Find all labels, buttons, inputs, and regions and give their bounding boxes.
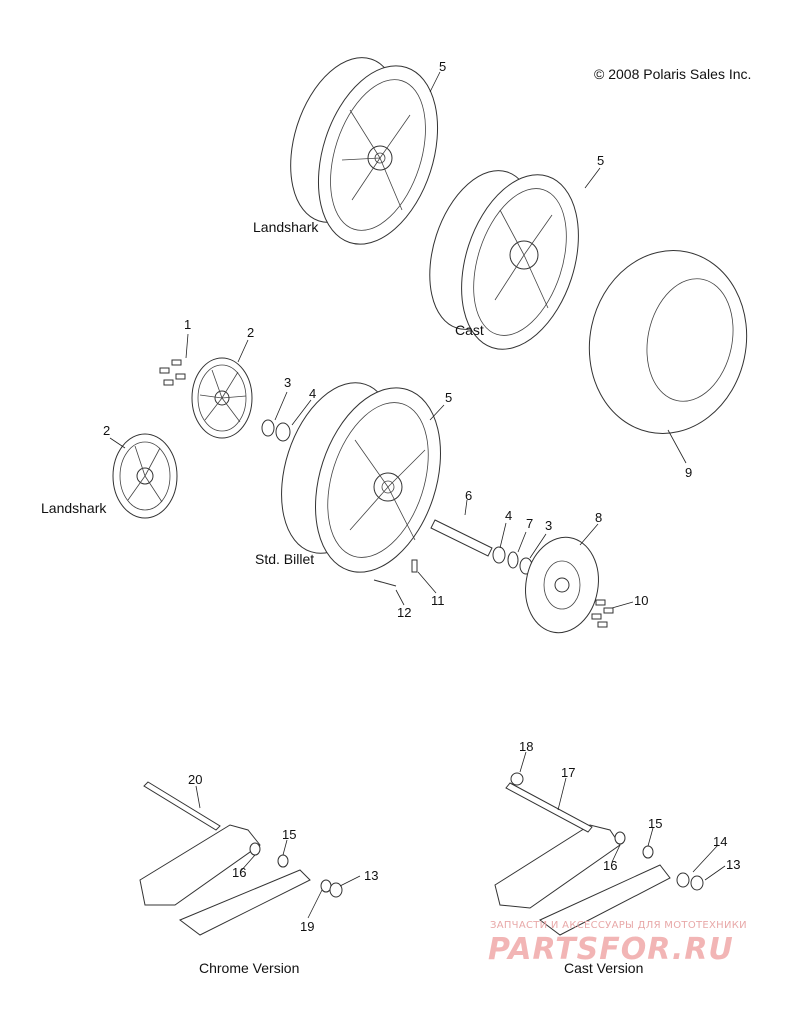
callout-15: 15 [648, 816, 663, 831]
callout-5: 5 [445, 390, 453, 405]
landshark-wheel-top [290, 57, 439, 245]
axle [430, 519, 493, 557]
callout-4: 4 [309, 386, 317, 401]
label-landshark-top: Landshark [253, 219, 319, 235]
callout-9: 9 [685, 465, 693, 480]
label-std-billet: Std. Billet [255, 551, 315, 567]
pulley-bolts [159, 359, 186, 386]
cast-wheel [429, 170, 579, 350]
callout-16: 16 [232, 865, 247, 880]
swingarm-cast [494, 772, 704, 936]
label-cast-version: Cast Version [564, 960, 644, 976]
callout-5: 5 [597, 153, 605, 168]
callout-10: 10 [634, 593, 649, 608]
callout-12: 12 [397, 605, 412, 620]
std-billet-wheel [281, 382, 441, 573]
tire [588, 250, 748, 434]
label-chrome-version: Chrome Version [199, 960, 300, 976]
brake-rotor [525, 536, 599, 634]
callout-7: 7 [526, 516, 534, 531]
label-cast: Cast [455, 322, 484, 338]
copyright-text: © 2008 Polaris Sales Inc. [594, 66, 752, 82]
bearing-left [261, 419, 291, 442]
callout-19: 19 [300, 919, 315, 934]
callout-13: 13 [364, 868, 379, 883]
bearing-right [492, 546, 533, 575]
watermark-tagline: ЗАПЧАСТИ И АКСЕССУАРЫ ДЛЯ МОТОТЕХНИКИ [490, 920, 747, 931]
balance-weight [373, 579, 397, 587]
callout-6: 6 [465, 488, 473, 503]
callout-13: 13 [726, 857, 741, 872]
callout-17: 17 [561, 765, 576, 780]
callout-1: 1 [184, 317, 192, 332]
watermark-logo: PARTSFOR.RU [488, 932, 734, 967]
callout-15: 15 [282, 827, 297, 842]
callout-4: 4 [505, 508, 513, 523]
drive-pulley-lower [112, 433, 178, 519]
callout-18: 18 [519, 739, 534, 754]
callout-2: 2 [103, 423, 111, 438]
callout-20: 20 [188, 772, 203, 787]
swingarm-chrome [139, 781, 343, 936]
callout-16: 16 [603, 858, 618, 873]
callout-8: 8 [595, 510, 603, 525]
drive-pulley-upper [191, 357, 253, 439]
callout-3: 3 [284, 375, 292, 390]
leader-lines [109, 71, 726, 919]
label-landshark-left: Landshark [41, 500, 107, 516]
valve-stem [411, 559, 418, 573]
callout-5: 5 [439, 59, 447, 74]
callout-3: 3 [545, 518, 553, 533]
callout-2: 2 [247, 325, 255, 340]
callout-14: 14 [713, 834, 728, 849]
rotor-bolts [591, 599, 614, 628]
callout-11: 11 [431, 593, 445, 608]
